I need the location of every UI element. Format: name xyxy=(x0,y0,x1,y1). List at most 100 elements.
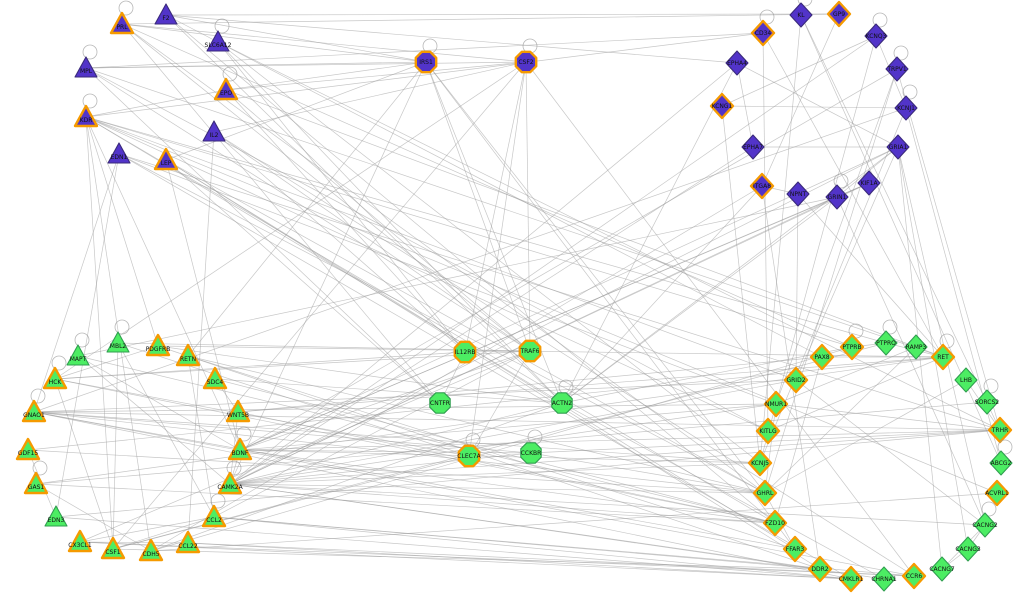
diamond-node-shape[interactable] xyxy=(894,95,918,121)
diamond-node-shape[interactable] xyxy=(752,479,778,507)
diamond-node-shape[interactable] xyxy=(885,56,909,82)
node-mpl[interactable]: MPL xyxy=(74,44,98,78)
node-cckbr[interactable]: CCKBR xyxy=(520,429,543,464)
triangle-node-shape[interactable] xyxy=(153,147,179,171)
node-cntfr[interactable]: CNTFR xyxy=(429,392,451,414)
octagon-node-shape[interactable] xyxy=(457,444,481,468)
diamond-node-shape[interactable] xyxy=(857,170,881,196)
node-edn1[interactable]: EDN1 xyxy=(107,142,131,164)
node-bdnf[interactable]: BDNF xyxy=(227,426,253,461)
diamond-node-shape[interactable] xyxy=(789,2,813,28)
node-ffar3[interactable]: FFAR3 xyxy=(782,535,808,563)
node-csf1[interactable]: CSF1 xyxy=(100,536,126,560)
diamond-node-shape[interactable] xyxy=(989,450,1013,476)
node-cmklr1[interactable]: CMKLR1 xyxy=(838,565,864,593)
diamond-node-shape[interactable] xyxy=(782,535,808,563)
triangle-node-shape[interactable] xyxy=(202,120,226,142)
triangle-node-shape[interactable] xyxy=(175,530,201,554)
diamond-node-shape[interactable] xyxy=(709,92,735,120)
node-ccr6[interactable]: CCR6 xyxy=(901,562,927,590)
triangle-node-shape[interactable] xyxy=(67,529,93,553)
node-f2[interactable]: F2 xyxy=(154,3,178,25)
diamond-node-shape[interactable] xyxy=(930,343,956,371)
node-fzd10[interactable]: FZD10 xyxy=(762,509,788,537)
diamond-node-shape[interactable] xyxy=(987,416,1013,444)
diamond-node-shape[interactable] xyxy=(954,367,978,393)
octagon-node-shape[interactable] xyxy=(520,442,542,464)
diamond-node-shape[interactable] xyxy=(762,509,788,537)
triangle-node-shape[interactable] xyxy=(154,3,178,25)
node-il12rb[interactable]: IL12RB xyxy=(453,340,477,364)
triangle-node-shape[interactable] xyxy=(23,471,49,495)
node-sdc4[interactable]: SDC4 xyxy=(202,366,228,390)
node-gnao1[interactable]: GNAO1 xyxy=(21,388,47,423)
node-gp9[interactable]: GP9 xyxy=(826,0,852,28)
diamond-node-shape[interactable] xyxy=(825,184,849,210)
node-trpv1[interactable]: TRPV1 xyxy=(885,45,909,82)
triangle-node-shape[interactable] xyxy=(213,77,239,101)
node-prl[interactable]: PRL xyxy=(109,0,135,35)
diamond-node-shape[interactable] xyxy=(741,134,765,160)
node-mbl2[interactable]: MBL2 xyxy=(106,319,130,353)
node-ptpro[interactable]: PTPRO xyxy=(874,319,898,356)
diamond-node-shape[interactable] xyxy=(901,562,927,590)
node-pdgfrb[interactable]: PDGFRB xyxy=(145,333,171,357)
diamond-node-shape[interactable] xyxy=(755,417,781,445)
node-ret[interactable]: RET xyxy=(930,333,956,371)
triangle-node-shape[interactable] xyxy=(15,437,41,461)
octagon-node-shape[interactable] xyxy=(429,392,451,414)
node-kl[interactable]: KL xyxy=(789,0,813,28)
diamond-node-shape[interactable] xyxy=(956,536,980,562)
triangle-node-shape[interactable] xyxy=(201,504,227,528)
diamond-node-shape[interactable] xyxy=(930,556,954,582)
diamond-node-shape[interactable] xyxy=(904,334,928,360)
diamond-node-shape[interactable] xyxy=(807,555,833,583)
diamond-node-shape[interactable] xyxy=(838,565,864,593)
triangle-node-shape[interactable] xyxy=(175,343,201,367)
diamond-node-shape[interactable] xyxy=(786,181,810,207)
diamond-node-shape[interactable] xyxy=(973,512,997,538)
triangle-node-shape[interactable] xyxy=(107,142,131,164)
diamond-node-shape[interactable] xyxy=(975,389,999,415)
triangle-node-shape[interactable] xyxy=(73,104,99,128)
triangle-node-shape[interactable] xyxy=(42,366,68,390)
triangle-node-shape[interactable] xyxy=(109,11,135,35)
node-lep[interactable]: LEP xyxy=(153,147,179,171)
octagon-node-shape[interactable] xyxy=(514,50,538,74)
diamond-node-shape[interactable] xyxy=(984,479,1010,507)
octagon-node-shape[interactable] xyxy=(551,392,573,414)
triangle-node-shape[interactable] xyxy=(21,399,47,423)
triangle-node-shape[interactable] xyxy=(217,471,243,495)
triangle-node-shape[interactable] xyxy=(44,505,68,527)
diamond-node-shape[interactable] xyxy=(783,366,809,394)
node-kitlg[interactable]: KITLG xyxy=(755,417,781,445)
triangle-node-shape[interactable] xyxy=(106,331,130,353)
node-mapt[interactable]: MAPT xyxy=(66,332,90,366)
node-nmur1[interactable]: NMUR1 xyxy=(763,390,789,418)
node-gas1[interactable]: GAS1 xyxy=(23,460,49,495)
triangle-node-shape[interactable] xyxy=(74,56,98,78)
triangle-node-shape[interactable] xyxy=(206,30,230,52)
triangle-node-shape[interactable] xyxy=(202,366,228,390)
node-epha4[interactable]: EPHA4 xyxy=(725,50,749,76)
triangle-node-shape[interactable] xyxy=(225,399,251,423)
diamond-node-shape[interactable] xyxy=(874,330,898,356)
diamond-node-shape[interactable] xyxy=(826,0,852,28)
diamond-node-shape[interactable] xyxy=(864,23,888,49)
octagon-node-shape[interactable] xyxy=(414,50,438,74)
node-grid2[interactable]: GRID2 xyxy=(783,366,809,394)
node-gria1[interactable]: GRIA1 xyxy=(886,134,910,160)
triangle-node-shape[interactable] xyxy=(100,536,126,560)
node-ccl2[interactable]: CCL2 xyxy=(201,493,227,528)
diamond-node-shape[interactable] xyxy=(809,343,835,371)
diamond-node-shape[interactable] xyxy=(872,566,896,592)
octagon-node-shape[interactable] xyxy=(453,340,477,364)
node-clec7a[interactable]: CLEC7A xyxy=(457,432,482,468)
node-trhr[interactable]: TRHR xyxy=(987,416,1013,444)
node-kdr[interactable]: KDR xyxy=(73,93,99,128)
node-cacng2[interactable]: CACNG2 xyxy=(972,501,998,538)
triangle-node-shape[interactable] xyxy=(145,333,171,357)
node-chrna1[interactable]: CHRNA1 xyxy=(871,566,897,592)
